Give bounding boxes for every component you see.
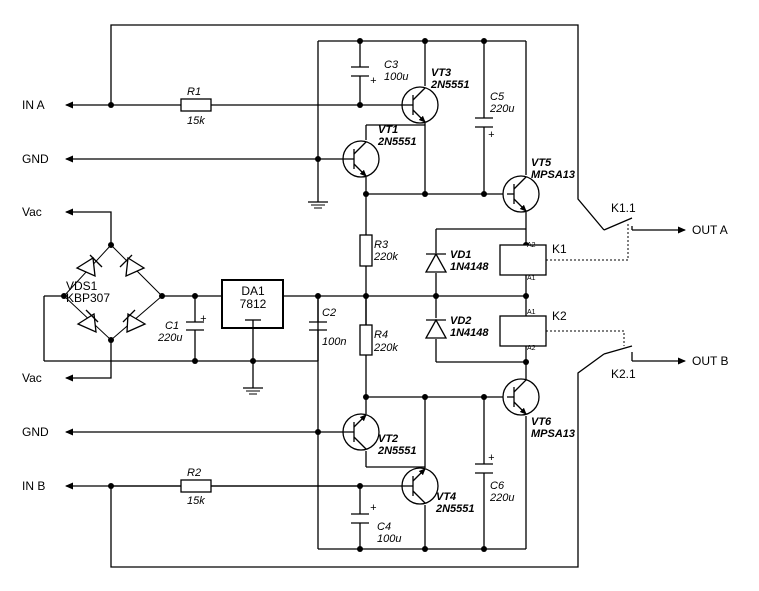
regulator-da1: [221, 279, 284, 329]
vt1-value: 2N5551: [377, 136, 417, 148]
capacitor-c1: [186, 321, 204, 331]
transistor-vt4: [400, 467, 439, 505]
out-b-label: OUT B: [692, 354, 728, 368]
vd1-value: 1N4148: [450, 261, 489, 273]
r4-ref: R4: [374, 329, 388, 341]
r1-value: 15k: [187, 115, 205, 127]
c5-polarity: +: [488, 129, 495, 141]
vt4-value: 2N5551: [435, 503, 475, 515]
c6-polarity: +: [488, 452, 495, 464]
k2-ref: K2: [552, 309, 567, 323]
transistor-vt2: [318, 413, 380, 451]
transistor-vt5: [502, 175, 540, 213]
capacitor-c4: [351, 513, 369, 524]
r2-value: 15k: [187, 495, 205, 507]
da1-value: 7812: [240, 297, 267, 311]
resistor-r4: [359, 324, 373, 356]
vds1-value: KBP307: [66, 291, 110, 305]
diode-vd1: [424, 252, 448, 273]
vd2-value: 1N4148: [450, 327, 489, 339]
gnd-top-label: GND: [22, 152, 49, 166]
resistor-r3: [359, 234, 373, 267]
capacitor-c3: [351, 66, 369, 77]
c3-ref: C3: [384, 59, 399, 71]
r1-ref: R1: [187, 86, 201, 98]
relay-coil-k2: [499, 315, 547, 347]
relay-coil-k1: [499, 244, 547, 276]
c4-ref: C4: [377, 521, 391, 533]
da1-ref: DA1: [241, 284, 265, 298]
resistor-r1: [180, 98, 212, 112]
relay-contact-k1-1: [546, 217, 633, 261]
c6-ref: C6: [490, 480, 505, 492]
k1-ref: K1: [552, 242, 567, 256]
transistor-vt3: [400, 86, 439, 124]
resistor-r2: [180, 479, 212, 493]
relay-contact-k2-1: [546, 330, 633, 361]
c4-polarity: +: [370, 502, 377, 514]
vds1-ref: VDS1: [66, 279, 98, 293]
in-b-label: IN B: [22, 479, 45, 493]
k1-pin-a1: A1: [527, 275, 536, 282]
vt3-ref: VT3: [431, 67, 451, 79]
main-wires: [43, 40, 527, 550]
ground-symbol-top: [308, 201, 328, 209]
c6-value: 220u: [489, 492, 514, 504]
bridge-rectifier-vds1: [63, 244, 163, 341]
vt6-ref: VT6: [531, 416, 552, 428]
r4-value: 220k: [373, 342, 398, 354]
vt3-value: 2N5551: [430, 79, 470, 91]
c1-value: 220u: [157, 332, 182, 344]
in-a-label: IN A: [22, 98, 45, 112]
vt6-value: MPSA13: [531, 428, 575, 440]
vd1-ref: VD1: [450, 249, 471, 261]
vac-bottom-label: Vac: [22, 371, 42, 385]
vac-top-label: Vac: [22, 205, 42, 219]
diode-vd2: [424, 318, 448, 339]
c4-value: 100u: [377, 533, 401, 545]
capacitor-c5: [475, 117, 493, 128]
vt2-ref: VT2: [378, 433, 398, 445]
junction-dots: [61, 38, 529, 552]
r2-ref: R2: [187, 467, 201, 479]
r3-ref: R3: [374, 239, 389, 251]
c3-polarity: +: [370, 75, 377, 87]
c5-ref: C5: [490, 91, 505, 103]
capacitor-c6: [475, 463, 493, 474]
vt5-ref: VT5: [531, 157, 552, 169]
capacitor-c2: [309, 321, 327, 331]
k2-pin-a2: A2: [527, 345, 536, 352]
vt4-ref: VT4: [436, 491, 456, 503]
c1-ref: C1: [165, 320, 179, 332]
c2-ref: C2: [322, 307, 336, 319]
ground-symbol-psu: [243, 387, 263, 395]
vt2-value: 2N5551: [377, 445, 417, 457]
k1-1-ref: K1.1: [611, 201, 636, 215]
c3-value: 100u: [384, 71, 408, 83]
c2-value: 100n: [322, 336, 346, 348]
c1-polarity: +: [200, 313, 207, 325]
outer-wires: [110, 24, 605, 568]
c5-value: 220u: [489, 103, 514, 115]
r3-value: 220k: [373, 251, 398, 263]
vt1-ref: VT1: [378, 124, 398, 136]
gnd-bottom-label: GND: [22, 425, 49, 439]
transistor-vt6: [502, 378, 540, 416]
vd2-ref: VD2: [450, 315, 471, 327]
vt5-value: MPSA13: [531, 169, 575, 181]
k2-1-ref: K2.1: [611, 367, 636, 381]
transistor-vt1: [318, 140, 380, 178]
out-a-label: OUT A: [692, 223, 728, 237]
k1-pin-a2: A2: [527, 242, 536, 249]
k2-pin-a1: A1: [527, 309, 536, 316]
